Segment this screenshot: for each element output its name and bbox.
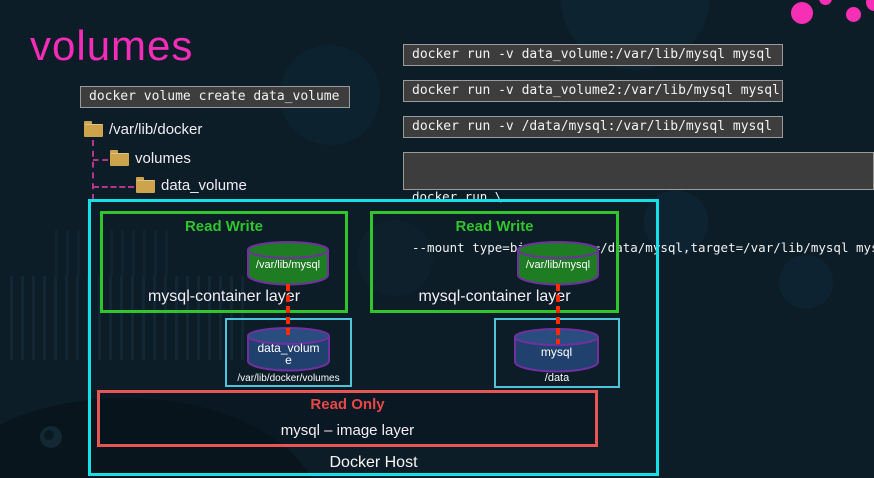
volume-name: data_volume bbox=[257, 341, 320, 367]
code-text: docker run -v data_volume2:/var/lib/mysq… bbox=[412, 83, 780, 98]
container-mount-path: /var/lib/mysql bbox=[525, 259, 591, 271]
code-text: docker run -v data_volume:/var/lib/mysql… bbox=[412, 47, 773, 62]
image-layer-box: Read Only mysql – image layer bbox=[97, 390, 598, 447]
host-path-label: /data bbox=[544, 372, 570, 384]
docker-host-box: Docker Host bbox=[88, 199, 659, 476]
container-layer-label: mysql-container layer bbox=[418, 288, 571, 305]
pink-dot bbox=[846, 7, 861, 22]
container-mount-path: /var/lib/mysql bbox=[255, 259, 321, 271]
background-moon bbox=[40, 426, 62, 448]
container-layer-label: mysql-container layer bbox=[147, 288, 301, 305]
volume-name: mysql bbox=[540, 345, 573, 359]
host-path-label: /var/lib/docker/volumes bbox=[237, 373, 340, 384]
folder-icon bbox=[110, 150, 129, 166]
mount-connector bbox=[286, 284, 290, 338]
background-containers bbox=[10, 276, 245, 360]
read-write-label: Read Write bbox=[184, 218, 264, 235]
pink-dot bbox=[791, 2, 813, 24]
code-run-mount-option: docker run \ --mount type=bind,source=/d… bbox=[403, 152, 874, 255]
docker-host-label: Docker Host bbox=[329, 454, 418, 471]
read-write-label: Read Write bbox=[455, 218, 534, 235]
background-containers bbox=[55, 230, 175, 276]
mount-connector bbox=[556, 284, 560, 344]
background-circle bbox=[357, 220, 433, 296]
tree-item-root: /var/lib/docker bbox=[109, 121, 203, 138]
image-layer-label: mysql – image layer bbox=[280, 422, 415, 439]
code-text: docker volume create data_volume bbox=[89, 89, 340, 104]
code-run-named-volume: docker run -v data_volume:/var/lib/mysql… bbox=[403, 44, 783, 66]
tree-item-data-volume: data_volume bbox=[161, 177, 247, 194]
read-only-label: Read Only bbox=[310, 396, 385, 413]
background-circle bbox=[779, 255, 833, 309]
code-text: docker run -v /data/mysql:/var/lib/mysql… bbox=[412, 119, 773, 134]
code-run-bind-mount: docker run -v /data/mysql:/var/lib/mysql… bbox=[403, 116, 783, 138]
folder-icon bbox=[84, 121, 103, 137]
page-title: volumes bbox=[30, 22, 194, 69]
tree-item-volumes: volumes bbox=[135, 150, 191, 167]
volume-cylinder-icon: mysql bbox=[513, 326, 600, 379]
tree-connector-horizontal bbox=[93, 159, 108, 161]
container-box-1: Read Write /var/lib/mysql mysql-containe… bbox=[100, 211, 348, 313]
pink-dot bbox=[819, 0, 832, 5]
tree-connector-vertical bbox=[92, 140, 94, 200]
pink-dot bbox=[866, 0, 874, 11]
container-box-2: Read Write /var/lib/mysql mysql-containe… bbox=[370, 211, 619, 313]
code-volume-create: docker volume create data_volume bbox=[80, 86, 350, 108]
tree-connector-horizontal bbox=[93, 186, 134, 188]
folder-icon bbox=[136, 177, 155, 193]
code-run-named-volume2: docker run -v data_volume2:/var/lib/mysq… bbox=[403, 80, 783, 102]
